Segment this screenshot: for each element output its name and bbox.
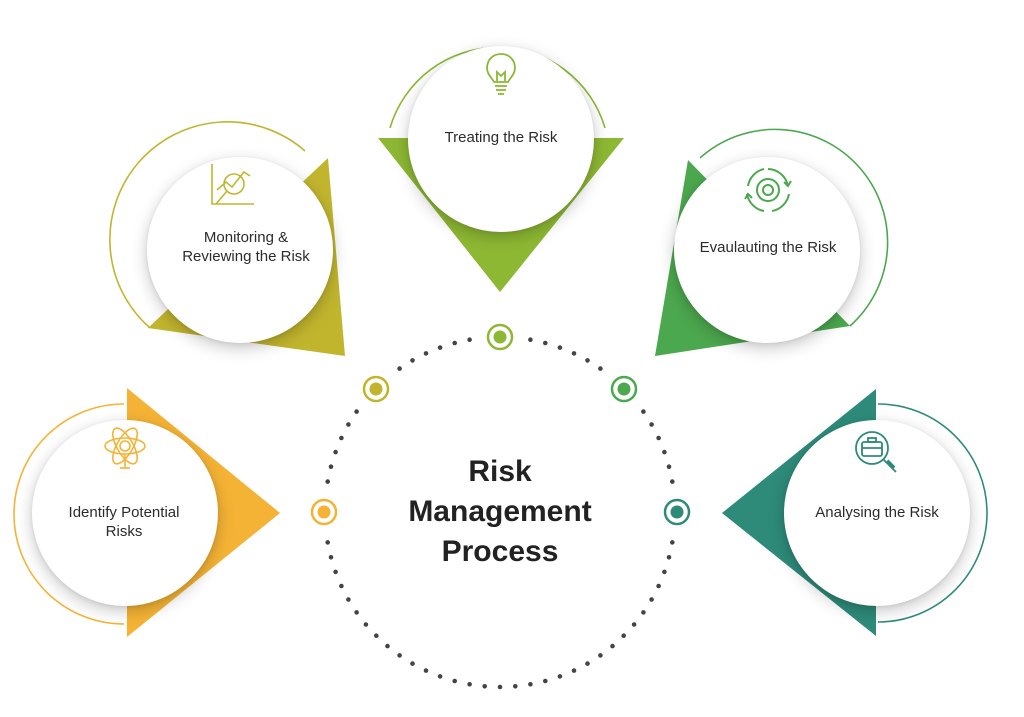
step-label-line: Identify Potential [68, 504, 180, 521]
step-label-line: Analysing the Risk [815, 504, 939, 521]
ring-dot [346, 597, 351, 602]
ring-dot [543, 340, 548, 346]
step-label-treat: Treating the Risk [391, 128, 611, 147]
ring-dot [621, 633, 626, 638]
chart-magnifier-icon [211, 164, 254, 205]
ring-dot [333, 569, 338, 575]
ring-dot [410, 358, 415, 363]
ring-dot [328, 464, 334, 470]
ring-dot [598, 653, 603, 658]
step-label-line: Evaulauting the Risk [699, 239, 837, 256]
ring-dot [354, 610, 359, 615]
ring-dot [325, 479, 331, 484]
ring-dot [437, 674, 443, 679]
monitor-outline-arc [109, 121, 306, 329]
step-label-line: Monitoring & [203, 229, 289, 246]
identify-outline-arc [13, 403, 125, 625]
marker-monitor [362, 375, 390, 403]
gear-cycle-icon [744, 168, 792, 212]
ring-dot [670, 479, 675, 484]
marker-treat [486, 323, 514, 351]
ring-dot [363, 622, 369, 627]
step-label-line: Risks [105, 523, 143, 540]
ring-dot [482, 684, 488, 689]
ring-dot [513, 684, 518, 689]
step-label-monitor: Monitoring & Reviewing the Risk [136, 228, 356, 266]
ring-dot [497, 684, 503, 690]
ring-dot [656, 583, 661, 589]
title-line: Process [441, 535, 559, 568]
ring-dot [585, 661, 590, 666]
title-line: Risk [468, 455, 532, 488]
ring-dot [649, 422, 654, 427]
ring-dot [670, 540, 675, 545]
ring-dot [397, 653, 402, 658]
ring-dot [467, 337, 472, 343]
briefcase-search-icon [855, 431, 897, 473]
ring-dot [585, 358, 590, 363]
ring-dot [374, 633, 379, 638]
circle-analyse [784, 420, 970, 606]
step-label-analyse: Analysing the Risk [767, 503, 987, 522]
ring-dot [354, 409, 359, 414]
title-line: Management [408, 495, 592, 528]
ring-dot [543, 678, 548, 684]
ring-markers [310, 323, 691, 526]
atom-icon [104, 427, 146, 469]
ring-dot [631, 622, 637, 627]
ring-dot [452, 340, 458, 346]
ring-dot [557, 674, 563, 679]
ring-dot [571, 668, 577, 673]
ring-dot [346, 422, 351, 427]
ring-dot [610, 643, 615, 649]
step-label-evaluate: Evaulauting the Risk [658, 238, 878, 257]
ring-dot [325, 540, 331, 545]
ring-dot [397, 366, 402, 371]
step-label-line: Treating the Risk [444, 129, 558, 146]
ring-dot [528, 337, 533, 343]
marker-evaluate [610, 375, 638, 403]
ring-dot [662, 569, 667, 575]
ring-dot [662, 449, 667, 455]
ring-dot [339, 583, 344, 589]
ring-dot [641, 610, 646, 615]
marker-identify [310, 498, 338, 526]
evaluate-outline-arc [699, 128, 889, 327]
ring-dot [437, 345, 443, 350]
marker-analyse [663, 498, 691, 526]
ring-dot [598, 366, 603, 371]
circle-monitor [147, 157, 333, 343]
diagram-title: Risk Management Process [360, 452, 640, 572]
ring-dot [410, 661, 415, 666]
ring-dot [666, 555, 672, 560]
ring-dot [571, 351, 577, 356]
ring-dot [423, 668, 429, 673]
dotted-ring [325, 337, 675, 690]
ring-dot [641, 409, 646, 414]
ring-dot [385, 643, 390, 649]
analyse-outline-arc [877, 403, 988, 623]
ring-dot [528, 682, 533, 687]
ring-dot [467, 682, 472, 687]
ring-dot [649, 597, 654, 602]
ring-dot [656, 435, 661, 441]
step-label-line: Reviewing the Risk [182, 248, 310, 265]
lightbulb-icon [486, 53, 516, 95]
ring-dot [328, 555, 334, 560]
ring-dot [452, 678, 458, 684]
step-label-identify: Identify Potential Risks [14, 503, 234, 541]
circle-evaluate [674, 157, 860, 343]
ring-dot [333, 449, 338, 455]
ring-dot [339, 435, 344, 441]
ring-dot [423, 351, 429, 356]
ring-dot [557, 345, 563, 350]
ring-dot [666, 464, 672, 470]
